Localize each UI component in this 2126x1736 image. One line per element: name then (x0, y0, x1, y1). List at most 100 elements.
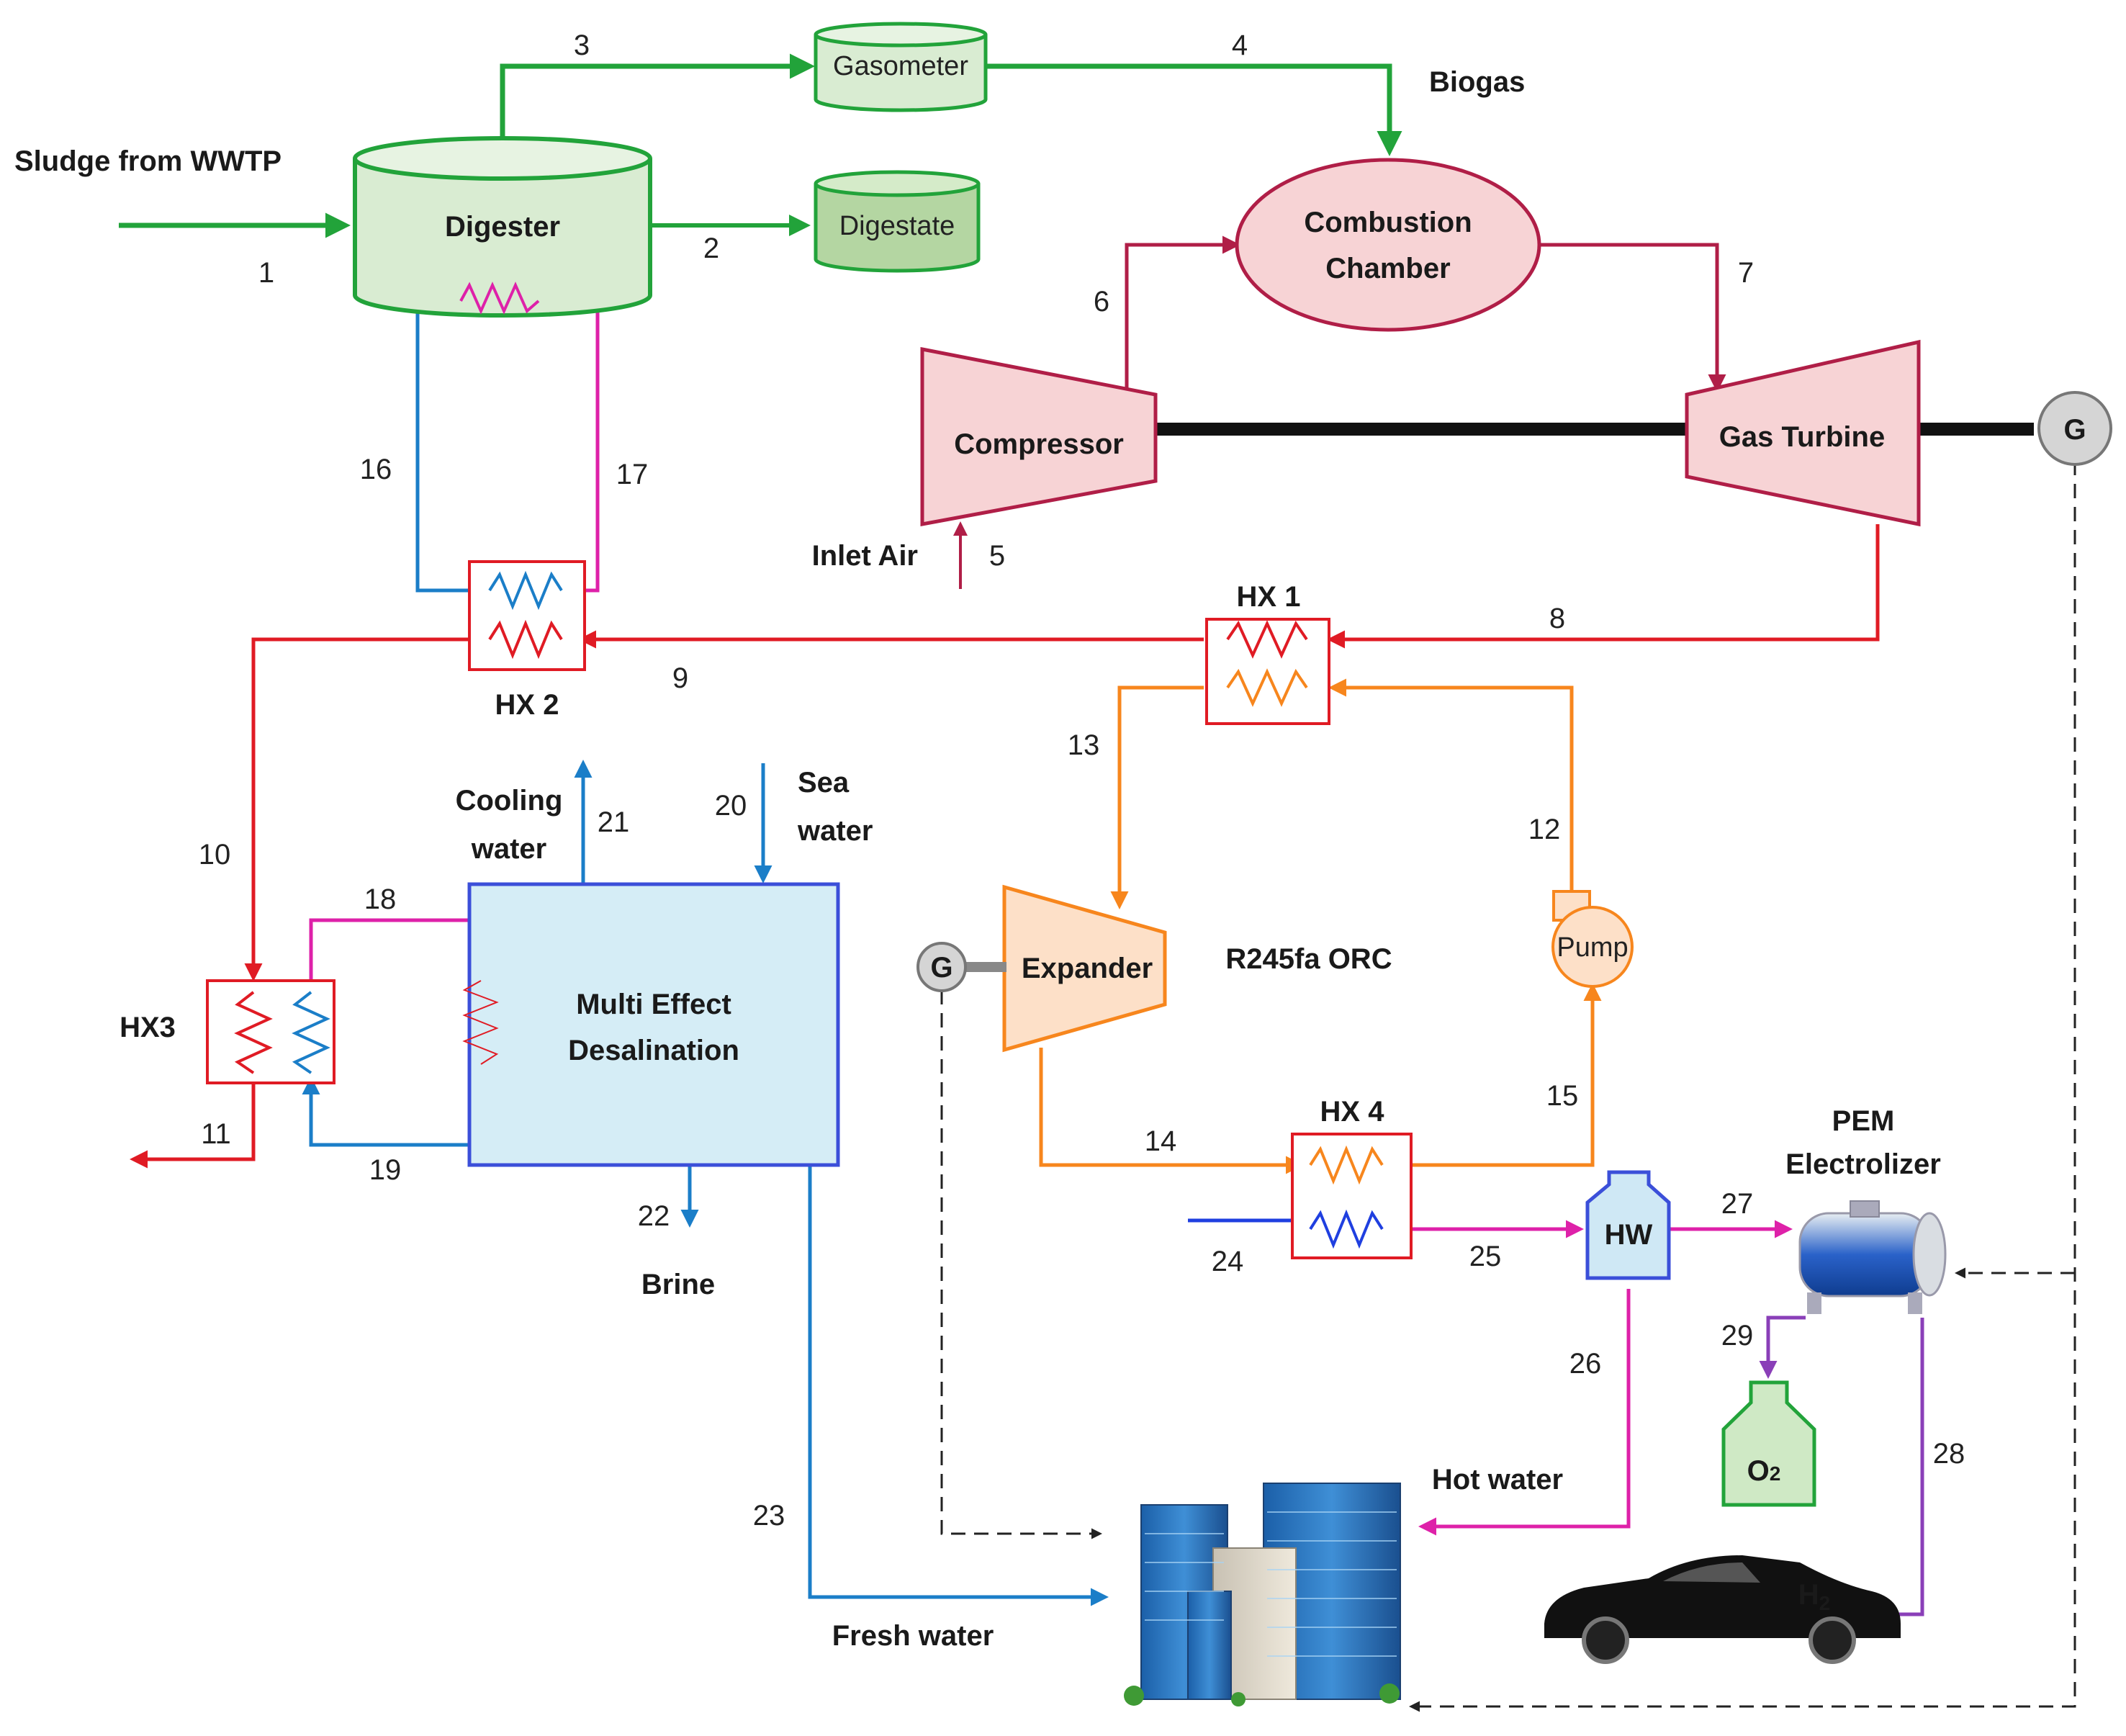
inlet-air-label: Inlet Air (812, 540, 918, 572)
o2-subscript: 2 (1770, 1462, 1781, 1485)
h2-subscript: 2 (1819, 1592, 1831, 1614)
pem-label-1: PEM (1832, 1105, 1895, 1137)
stream-number-24: 24 (1212, 1246, 1244, 1277)
stream-14-line (1039, 1048, 1304, 1174)
stream-number-2: 2 (703, 233, 719, 264)
buildings-icon (1124, 1483, 1401, 1706)
hw-label: HW (1605, 1219, 1653, 1251)
generator-main-label: G (2063, 414, 2086, 446)
stream-16-line (415, 306, 486, 600)
stream-number-13: 13 (1068, 729, 1100, 761)
gasometer-label: Gasometer (833, 51, 968, 81)
stream-number-25: 25 (1469, 1241, 1502, 1272)
cooling-water-label-2: water (471, 833, 547, 865)
pem-electrolizer: PEM Electrolizer (1785, 1105, 1947, 1314)
stream-number-29: 29 (1721, 1320, 1754, 1352)
stream-number-10: 10 (199, 839, 231, 871)
main-generator: G (2037, 391, 2112, 466)
stream-number-18: 18 (364, 883, 397, 915)
stream-4-line (986, 63, 1402, 156)
stream-number-14: 14 (1145, 1125, 1177, 1157)
fresh-water-label: Fresh water (832, 1620, 994, 1652)
digester-label: Digester (445, 211, 560, 243)
oxygen-tank: O2 (1721, 1380, 1816, 1507)
cooling-water-label-1: Cooling (456, 785, 563, 817)
stream-10-line (244, 637, 469, 981)
power-line-main (1409, 461, 2076, 1712)
compressor: Compressor (920, 346, 1158, 527)
med-label-2: Desalination (568, 1035, 739, 1066)
sludge-label: Sludge from WWTP (14, 145, 281, 177)
stream-13-line (1110, 685, 1204, 909)
stream-number-16: 16 (360, 454, 392, 485)
combustion-chamber: Combustion Chamber (1235, 158, 1541, 332)
stream-3-line (500, 53, 815, 137)
expander: Expander (1002, 884, 1167, 1053)
hot-water-tank: HW (1585, 1170, 1671, 1280)
digestate-tank: Digestate (814, 170, 981, 273)
stream-18-line (309, 918, 490, 981)
stream-number-5: 5 (989, 540, 1005, 572)
stream-number-3: 3 (574, 30, 590, 61)
stream-number-21: 21 (598, 806, 630, 838)
brine-label: Brine (641, 1269, 715, 1300)
combustion-label-2: Chamber (1325, 253, 1450, 284)
stream-number-9: 9 (672, 662, 688, 694)
stream-number-23: 23 (753, 1500, 785, 1532)
stream-7-line (1541, 243, 1726, 392)
stream-number-15: 15 (1546, 1080, 1579, 1112)
digestate-label: Digestate (839, 211, 955, 241)
svg-text:H2: H2 (1798, 1579, 1830, 1614)
stream-26-line (1418, 1289, 1631, 1536)
hot-water-label: Hot water (1432, 1464, 1563, 1496)
pump: Pump (1551, 890, 1634, 988)
orc-generator: G (916, 942, 1006, 992)
med-label-1: Multi Effect (576, 989, 731, 1020)
gas-turbine: Gas Turbine (1685, 339, 1921, 527)
stream-number-17: 17 (616, 459, 649, 490)
digester: Digester (353, 136, 652, 318)
generator-orc-label: G (930, 952, 952, 984)
med-unit: Multi Effect Desalination (462, 882, 840, 1167)
stream-number-22: 22 (638, 1200, 670, 1232)
stream-12-line (1328, 678, 1574, 911)
stream-number-20: 20 (715, 790, 747, 822)
hx4: HX 4 (1291, 1096, 1413, 1259)
stream-17-line (565, 289, 600, 593)
car-icon (1544, 1555, 1901, 1664)
hx3: HX3 (120, 979, 335, 1084)
hx3-label: HX3 (120, 1012, 176, 1043)
hx2: HX 2 (468, 560, 586, 721)
sea-water-label-1: Sea (798, 767, 850, 799)
stream-number-11: 11 (201, 1118, 231, 1150)
orc-label: R245fa ORC (1225, 943, 1392, 975)
stream-19-line (302, 1066, 483, 1147)
hx2-label: HX 2 (495, 689, 559, 721)
stream-number-19: 19 (369, 1154, 402, 1186)
stream-23-line (808, 1165, 1109, 1606)
pem-label-2: Electrolizer (1785, 1148, 1941, 1180)
shaft-generator (1919, 423, 2034, 436)
expander-label: Expander (1022, 953, 1153, 984)
o2-label: O (1747, 1455, 1770, 1487)
gasometer: Gasometer (814, 22, 988, 112)
hx4-label: HX 4 (1320, 1096, 1385, 1128)
stream-11-line (130, 1083, 256, 1169)
pump-label: Pump (1557, 932, 1628, 963)
svg-text:O2: O2 (1747, 1455, 1781, 1487)
stream-15-line (1413, 983, 1602, 1167)
stream-number-7: 7 (1738, 257, 1754, 289)
stream-number-8: 8 (1549, 603, 1565, 634)
stream-6-line (1125, 235, 1240, 392)
compressor-label: Compressor (954, 428, 1124, 460)
stream-number-1: 1 (258, 257, 274, 289)
gas-turbine-label: Gas Turbine (1719, 421, 1885, 453)
stream-number-26: 26 (1569, 1348, 1602, 1380)
shaft (1156, 423, 1688, 436)
stream-8-line (1327, 524, 1880, 649)
med-coil (462, 980, 499, 1065)
sea-water-label-2: water (797, 815, 873, 847)
stream-number-27: 27 (1721, 1188, 1754, 1220)
stream-29-line (1759, 1316, 1806, 1379)
